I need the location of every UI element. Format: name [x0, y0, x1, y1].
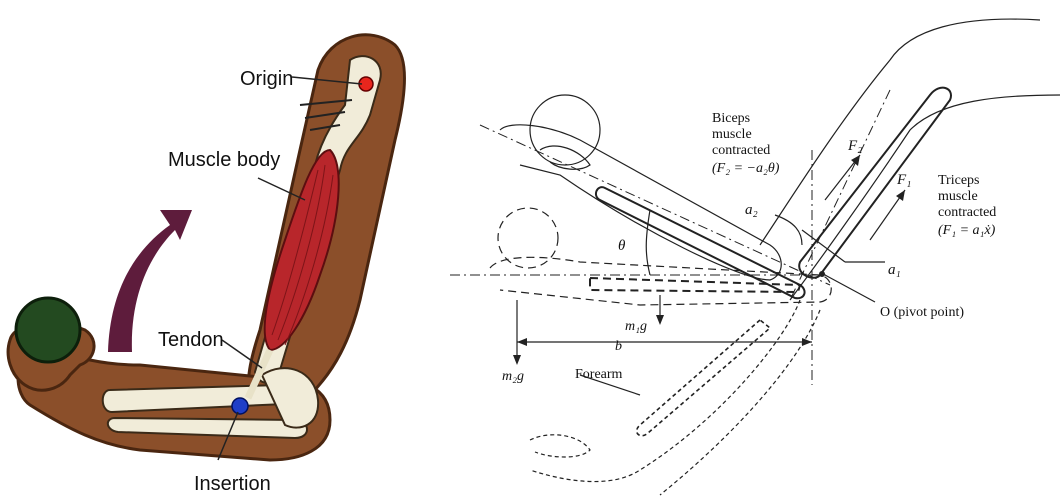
a1-a2-spacing [802, 230, 845, 262]
b-label: b [615, 339, 622, 354]
reference-lines [450, 90, 890, 385]
mechanics-diagram: Biceps muscle contracted (F₂ = −a₂θ) Tri… [440, 0, 1060, 499]
insertion-dot [232, 398, 248, 414]
a2-label: a₂ [745, 202, 758, 218]
forearm-label: Forearm [575, 367, 623, 382]
ball [16, 298, 80, 362]
biceps-equation: (F₂ = −a₂θ) [712, 161, 780, 176]
theta-label: θ [618, 238, 626, 254]
a1-label: a₁ [888, 262, 901, 278]
biceps-label-2: muscle [712, 127, 752, 142]
pivot-label: O (pivot point) [880, 305, 964, 320]
m1g-label: m₁g [625, 319, 647, 334]
biceps-label-1: Biceps [712, 111, 750, 126]
F1-label: F₁ [896, 172, 911, 188]
anatomy-illustration: Origin Muscle body Tendon Insertion [0, 0, 470, 499]
triceps-label-2: muscle [938, 189, 978, 204]
biceps-label-3: contracted [712, 143, 770, 158]
insertion-label: Insertion [194, 473, 271, 495]
lever-diagram: Biceps muscle contracted (F₂ = −a₂θ) Tri… [440, 0, 1060, 499]
triceps-label-3: contracted [938, 205, 996, 220]
shoulder-outline [790, 95, 1060, 300]
triceps-label-1: Triceps [938, 173, 980, 188]
lowered-forearm-dashed [530, 300, 820, 495]
m2g-label: m₂g [502, 369, 524, 384]
raised-ball [530, 95, 600, 165]
triceps-equation: (F₁ = a₁ẋ) [938, 223, 996, 238]
F2-label: F₂ [847, 138, 862, 154]
a2-leader [775, 215, 802, 245]
pivot-leader [825, 275, 875, 302]
origin-label: Origin [240, 68, 293, 90]
raised-hand [540, 146, 590, 169]
arm-anatomy-drawing: Origin Muscle body Tendon Insertion [0, 0, 470, 499]
tendon-label: Tendon [158, 329, 224, 351]
muscle-body-label: Muscle body [168, 149, 280, 171]
